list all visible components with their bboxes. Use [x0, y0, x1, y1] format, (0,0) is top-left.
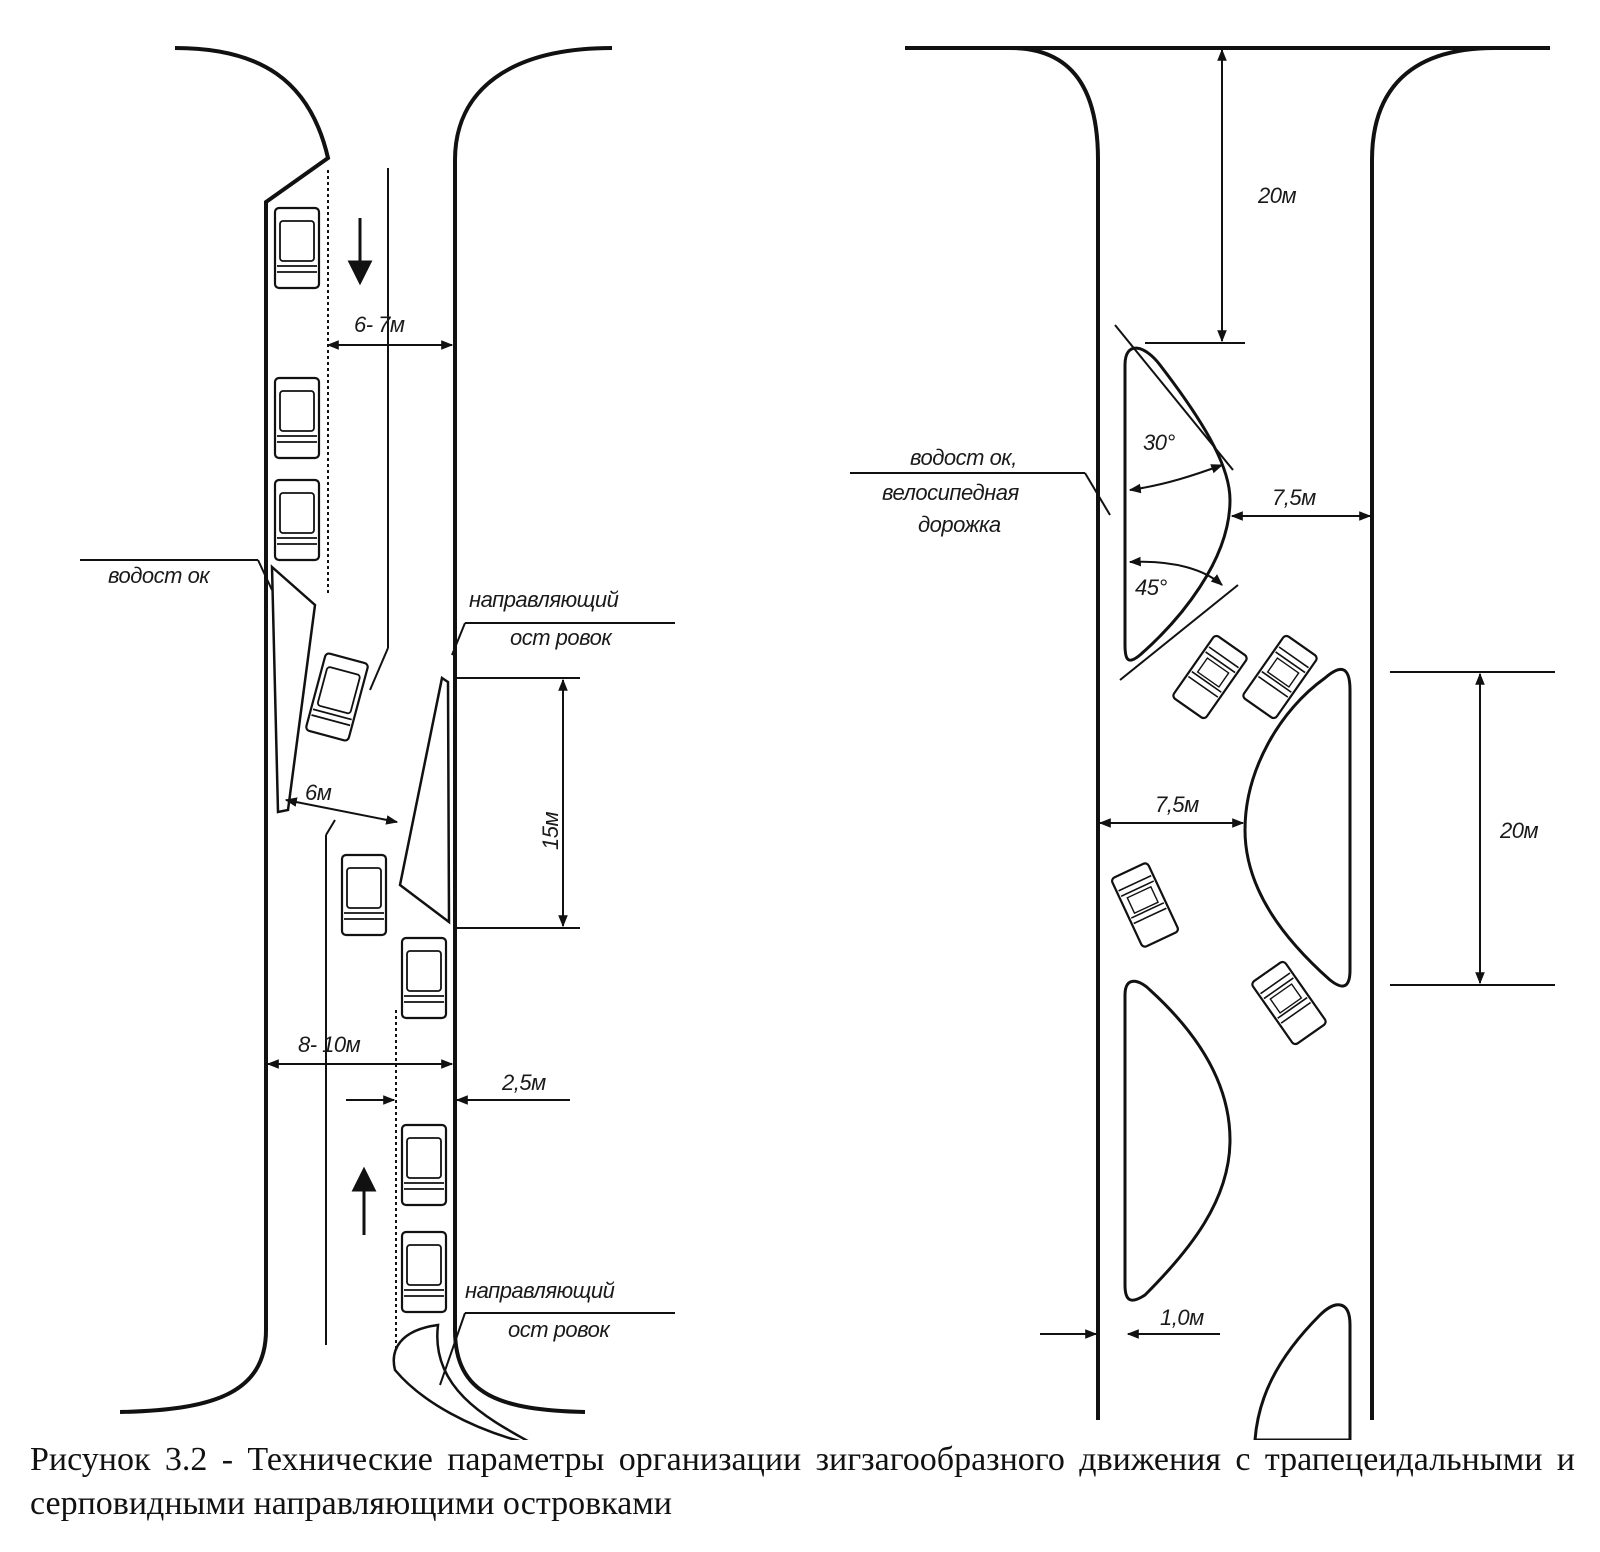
label-15m: 15м: [538, 812, 563, 850]
label-8-10m: 8- 10м: [298, 1032, 361, 1057]
labels-left: 6- 7м 6м 15м 8- 10м 2,5м водост ок напра…: [108, 312, 619, 1342]
road-edges-left: [119, 46, 613, 1414]
zigzag-traffic-diagram: 6- 7м 6м 15м 8- 10м 2,5м водост ок напра…: [80, 46, 1555, 1440]
label-angle-45: 45°: [1135, 575, 1167, 600]
right-scheme: 20м 20м 7,5м 7,5м 1,0м 30° 45° водост ок…: [850, 46, 1555, 1440]
labels-right: 20м 20м 7,5м 7,5м 1,0м 30° 45° водост ок…: [882, 183, 1539, 1330]
dimension-lines-right: [850, 48, 1555, 1339]
crescent-island-top: [1123, 346, 1232, 662]
trapezoid-island-left: [270, 564, 317, 814]
crescent-island-bottom: [1123, 979, 1232, 1302]
label-drain-bike-3: дорожка: [918, 512, 1001, 537]
guide-islands-left: [270, 564, 529, 1440]
road-edges-right: [905, 46, 1550, 1420]
direction-arrows: [347, 218, 377, 1235]
label-angle-30: 30°: [1143, 430, 1175, 455]
label-guide-island-2a: направляющий: [465, 1278, 615, 1303]
dimension-lines-left: [80, 340, 675, 1386]
trapezoid-island-right: [398, 675, 451, 925]
label-7-5m-mid: 7,5м: [1155, 792, 1199, 817]
angle-construction: [1114, 324, 1239, 681]
label-guide-island-2b: ост ровок: [508, 1317, 611, 1342]
left-scheme: 6- 7м 6м 15м 8- 10м 2,5м водост ок напра…: [80, 46, 675, 1440]
label-20m-right: 20м: [1499, 818, 1538, 843]
label-drain: водост ок: [108, 563, 211, 588]
crescent-island-lower: [1253, 1303, 1352, 1440]
label-6-7m: 6- 7м: [354, 312, 405, 337]
label-guide-island-1a: направляющий: [469, 587, 619, 612]
label-drain-bike-1: водост ок,: [910, 445, 1017, 470]
crescent-island-middle: [1243, 667, 1352, 988]
label-20m-top: 20м: [1257, 183, 1296, 208]
label-guide-island-1b: ост ровок: [510, 625, 613, 650]
label-2-5m: 2,5м: [501, 1070, 546, 1095]
label-1-0m: 1,0м: [1160, 1305, 1204, 1330]
crescent-island: [392, 1323, 529, 1440]
figure-caption: Рисунок 3.2 - Технические параметры орга…: [30, 1441, 1575, 1522]
label-6m: 6м: [305, 780, 332, 805]
label-drain-bike-2: велосипедная: [882, 480, 1019, 505]
label-7-5m-top: 7,5м: [1272, 485, 1316, 510]
cars-left: [273, 206, 448, 1314]
